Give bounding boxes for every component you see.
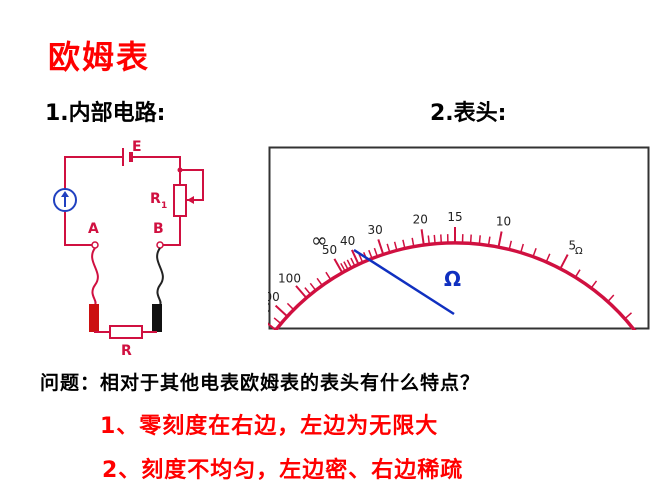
section-internal-circuit: 1.内部电路: (45, 101, 166, 126)
scale-tick (304, 287, 312, 295)
scale-tick (340, 262, 346, 272)
scale-tick (386, 243, 391, 253)
scale-tick (559, 254, 569, 270)
scale-label: 20 (413, 212, 428, 226)
scale-arc (273, 241, 637, 330)
probe-red (89, 304, 99, 332)
test-lead-red (91, 247, 99, 306)
scale-label: 40 (340, 234, 355, 248)
scale-tick (574, 269, 581, 278)
question-text: 问题：相对于其他电表欧姆表的表头有什么特点？ (40, 372, 481, 394)
scale-tick (532, 248, 537, 258)
scale-tick (273, 317, 282, 325)
scale-tick (316, 277, 323, 287)
answer-2: 2、刻度不均匀，左边密、右边稀疏 (102, 458, 464, 483)
terminal-b (156, 241, 164, 249)
scale-tick (286, 302, 295, 311)
scale-tick (624, 312, 633, 320)
scale-label: 10 (496, 215, 511, 229)
scale-tick (433, 234, 436, 244)
scale-label: 30 (367, 223, 382, 237)
scale-tick (377, 239, 385, 255)
scale-tick (497, 231, 503, 248)
scale-ticks (268, 227, 633, 330)
ohm-unit-label: Ω (444, 267, 461, 291)
probe-black (152, 304, 162, 332)
scale-tick (274, 304, 289, 318)
answer-1: 1、零刻度在右边，左边为无限大 (100, 414, 439, 439)
small-ohm-unit: Ω (575, 246, 583, 257)
resistor-r (109, 325, 143, 339)
scale-tick (346, 259, 353, 269)
terminal-a (91, 241, 99, 249)
scale-tick (440, 234, 443, 244)
scale-label: 50 (322, 243, 337, 257)
scale-tick (343, 261, 349, 270)
scale-tick (469, 234, 472, 244)
scale-tick (487, 236, 491, 246)
scale-tick (508, 240, 513, 250)
section-meter-head: 2.表头: (430, 101, 507, 126)
scale-label: 100 (278, 271, 301, 285)
scale-label: 5 (568, 239, 576, 253)
scale-tick (393, 241, 398, 251)
meter-face: 1K50020010050403020151050 ∞ Ω Ω (268, 146, 650, 330)
test-lead-black (156, 247, 164, 306)
scale-tick (590, 280, 598, 289)
scale-tick (411, 237, 415, 247)
rheostat-body (173, 184, 187, 217)
page-title: 欧姆表 (48, 38, 151, 76)
scale-tick (402, 239, 406, 249)
terminal-b-label: B (153, 221, 164, 237)
scale-label: 15 (447, 210, 462, 224)
scale-tick (295, 285, 308, 299)
terminal-a-label: A (88, 221, 99, 237)
scale-tick (333, 258, 344, 274)
rheostat-subscript: 1 (161, 201, 167, 211)
resistor-label: R (121, 343, 132, 359)
scale-label: 200 (268, 290, 280, 304)
rheostat-label: R (150, 191, 161, 207)
scale-tick (545, 253, 551, 263)
battery-label: E (132, 139, 142, 155)
infinity-mark: ∞ (311, 228, 328, 252)
scale-tick (607, 294, 615, 303)
scale-tick (373, 247, 379, 257)
scale-label: 500 (268, 301, 271, 315)
scale-tick (268, 322, 277, 330)
scale-tick (325, 271, 332, 281)
scale-tick (350, 257, 356, 267)
scale-tick (368, 249, 373, 259)
scale-tick (519, 243, 525, 253)
scale-tick (478, 235, 481, 245)
scale-tick (427, 235, 431, 245)
meter-needle (353, 248, 455, 316)
scale-tick (420, 229, 425, 246)
scale-labels: 1K50020010050403020151050 (268, 210, 576, 315)
scale-tick (350, 249, 360, 265)
scale-tick (358, 253, 364, 263)
scale-tick (309, 282, 317, 291)
